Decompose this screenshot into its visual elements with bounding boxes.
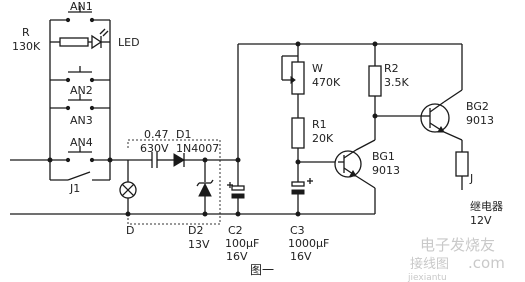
figure-caption: 图一 xyxy=(250,263,274,277)
label-r: R xyxy=(22,26,30,39)
label-cap-voltage: 630V xyxy=(140,142,169,155)
label-c3-value: 1000µF xyxy=(288,237,329,250)
label-j1: J1 xyxy=(69,182,80,195)
switch-an2 xyxy=(50,66,110,83)
watermark-line1: 电子发烧友 xyxy=(420,236,495,254)
resistor-r2 xyxy=(368,44,382,140)
label-j: J xyxy=(469,172,473,185)
capacitor-c3 xyxy=(291,178,313,214)
watermark-site: .com xyxy=(468,254,505,272)
potentiometer-w xyxy=(281,44,305,118)
resistor-r xyxy=(59,37,89,47)
label-c2-value: 100µF xyxy=(225,237,259,250)
switch-an1 xyxy=(50,6,110,23)
label-d2-value: 13V xyxy=(188,238,210,251)
label-d: D xyxy=(126,224,134,237)
watermark-domain: jiexiantu xyxy=(407,273,447,282)
label-r-value: 130K xyxy=(12,40,41,53)
resistor-r1 xyxy=(291,117,305,182)
led-icon xyxy=(91,28,109,50)
relay-contact-j1 xyxy=(50,160,111,181)
label-c2-voltage: 16V xyxy=(226,250,248,263)
label-bg2: BG2 xyxy=(466,100,489,113)
label-an4: AN4 xyxy=(70,136,93,149)
label-w-value: 470K xyxy=(312,76,341,89)
transistor-bg2 xyxy=(420,89,463,141)
label-c3-voltage: 16V xyxy=(290,250,312,263)
label-an2: AN2 xyxy=(70,84,93,97)
capacitor-c2 xyxy=(210,44,245,214)
switch-an3 xyxy=(50,94,110,111)
switch-network xyxy=(10,6,128,181)
label-d1-part: 1N4007 xyxy=(176,142,219,155)
label-an3: AN3 xyxy=(70,114,93,127)
watermark-line2: 接线图 xyxy=(410,256,449,272)
label-d1: D1 xyxy=(176,128,191,141)
label-an1: AN1 xyxy=(70,0,93,13)
label-r1: R1 xyxy=(312,118,327,131)
label-relay-voltage: 12V xyxy=(470,214,492,227)
relay-coil-j xyxy=(455,140,469,190)
labels: AN1 R 130K LED AN2 AN3 AN4 J1 0.47 630V … xyxy=(12,0,503,277)
capacitor-047 xyxy=(128,152,170,168)
label-bg2-part: 9013 xyxy=(466,114,494,127)
rectifier-box xyxy=(127,139,221,225)
label-led: LED xyxy=(118,36,140,49)
transistor-bg1 xyxy=(334,139,376,189)
label-bg1-part: 9013 xyxy=(372,164,400,177)
resistor-r-led-branch xyxy=(50,28,110,50)
label-r2: R2 xyxy=(384,62,399,75)
watermark: 电子发烧友 接线图 .com jiexiantu xyxy=(407,236,505,282)
lamp xyxy=(119,160,137,214)
label-c2: C2 xyxy=(228,224,243,237)
label-cap-value: 0.47 xyxy=(144,128,169,141)
label-bg1: BG1 xyxy=(372,150,395,163)
label-c3: C3 xyxy=(290,224,305,237)
label-d2: D2 xyxy=(188,224,203,237)
label-r1-value: 20K xyxy=(312,132,334,145)
zener-d2 xyxy=(196,160,214,214)
label-r2-value: 3.5K xyxy=(384,76,409,89)
label-w: W xyxy=(312,62,323,75)
label-relay: 继电器 xyxy=(470,200,503,213)
